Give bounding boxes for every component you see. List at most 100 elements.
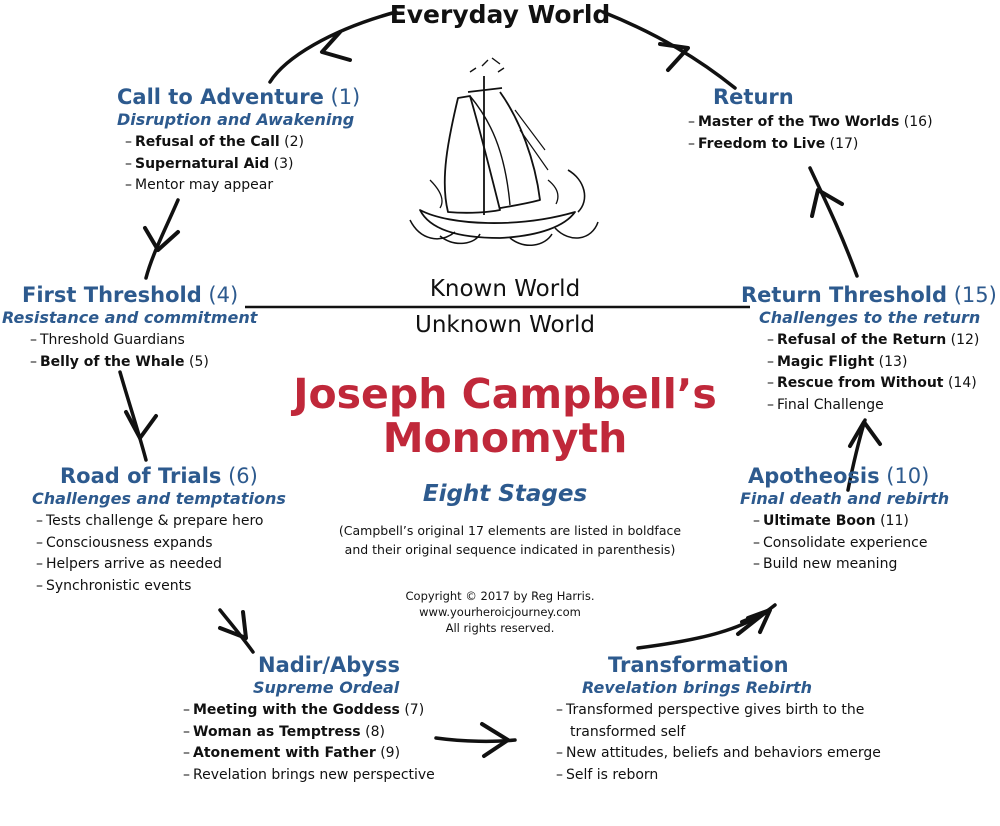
list-item: –Self is reborn (556, 766, 659, 783)
list-item: –Consciousness expands (36, 534, 213, 551)
title-line-1: Joseph Campbell’s (293, 370, 717, 418)
item-number: (5) (184, 353, 209, 370)
arrowhead-icon (124, 410, 158, 440)
list-item: –Atonement with Father (9) (183, 745, 401, 761)
arrowhead-icon (320, 30, 352, 62)
list-item: –Helpers arrive as needed (36, 556, 222, 572)
list-item: –Transformed perspective gives birth to … (556, 702, 865, 740)
stage-heading: Return Threshold (15) (741, 282, 997, 308)
item-text: Build new meaning (763, 556, 898, 572)
stage-road-of-trials: Road of Trials (6)Challenges and temptat… (32, 463, 286, 597)
item-text: Self is reborn (566, 766, 659, 783)
item-number: (3) (269, 155, 294, 172)
boldface-note: (Campbell’s original 17 elements are lis… (300, 521, 720, 559)
copyright-line-3: All rights reserved. (445, 621, 555, 635)
item-text: Rescue from Without (777, 375, 944, 391)
list-item: –Synchronistic events (36, 577, 192, 594)
stage-items: –Master of the Two Worlds (16) –Freedom t… (688, 112, 933, 155)
stage-subtitle: Supreme Ordeal (253, 678, 400, 697)
list-item: –Final Challenge (767, 396, 884, 413)
arrowhead-icon (658, 42, 690, 72)
stage-number: (4) (201, 283, 239, 307)
item-text: Magic Flight (777, 353, 875, 370)
list-item: –Supernatural Aid (3) (125, 155, 294, 172)
list-item: –Consolidate experience (753, 534, 928, 551)
item-number: (2) (279, 134, 304, 150)
copyright-line-1: Copyright © 2017 by Reg Harris. (405, 589, 595, 603)
item-text: Belly of the Whale (40, 353, 185, 370)
stage-heading: Road of Trials (6) (60, 463, 286, 489)
list-item: –Build new meaning (753, 556, 898, 572)
stage-name: Return (713, 85, 794, 109)
stage-heading: Transformation (608, 652, 946, 678)
item-number: (16) (899, 114, 933, 130)
item-text: Master of the Two Worlds (698, 114, 900, 130)
item-text: Refusal of the Return (777, 332, 947, 348)
item-text: Final Challenge (777, 396, 884, 413)
item-number: (9) (375, 745, 401, 761)
list-item: –Master of the Two Worlds (16) (688, 114, 933, 130)
stage-subtitle: Revelation brings Rebirth (582, 678, 813, 697)
arrowhead-icon (736, 608, 772, 636)
list-item: –Rescue from Without (14) (767, 375, 977, 391)
diagram-subtitle: Eight Stages (422, 481, 588, 507)
stage-heading: Call to Adventure (1) (117, 84, 360, 110)
stage-items: –Refusal of the Return (12) –Magic Flight… (767, 330, 997, 416)
stage-name: Transformation (608, 653, 789, 677)
list-item: –Threshold Guardians (30, 332, 185, 348)
item-text: Woman as Temptress (193, 723, 361, 740)
item-text: Consciousness expands (46, 534, 213, 551)
item-text: Consolidate experience (763, 534, 928, 551)
stage-first-threshold: First Threshold (4)Resistance and commit… (2, 282, 257, 373)
stage-number: (15) (947, 283, 997, 307)
item-text: New attitudes, beliefs and behaviors eme… (566, 745, 881, 761)
diagram-title: Joseph Campbell’s Monomyth (280, 372, 730, 460)
item-text: Helpers arrive as needed (46, 556, 222, 572)
stage-name: Road of Trials (60, 464, 222, 488)
list-item: –Magic Flight (13) (767, 353, 908, 370)
list-item: –Refusal of the Call (2) (125, 134, 304, 150)
stage-heading: First Threshold (4) (22, 282, 257, 308)
stage-return-threshold: Return Threshold (15)Challenges to the r… (741, 282, 997, 416)
unknown-world-label: Unknown World (415, 312, 595, 338)
title-line-2: Monomyth (382, 414, 628, 462)
stage-items: –Meeting with the Goddess (7)–Woman as T… (183, 700, 435, 786)
stage-name: Call to Adventure (117, 85, 324, 109)
list-item: –Refusal of the Return (12) (767, 332, 980, 348)
stage-name: Return Threshold (741, 283, 948, 307)
item-text: Transformed perspective gives birth to t… (566, 702, 865, 740)
stage-heading: Nadir/Abyss (258, 652, 435, 678)
stage-apotheosis: Apotheosis (10)Final death and rebirth–U… (740, 463, 949, 576)
item-text: Freedom to Live (698, 135, 826, 152)
stage-subtitle: Final death and rebirth (740, 489, 950, 508)
arrowhead-icon (143, 226, 180, 252)
stage-heading: Return (713, 84, 933, 110)
item-number: (14) (943, 375, 977, 391)
list-item: –Ultimate Boon (11) (753, 513, 909, 529)
item-number: (7) (399, 702, 425, 718)
everyday-world-label: Everyday World (389, 0, 611, 29)
stage-items: –Ultimate Boon (11) –Consolidate experien… (753, 511, 949, 576)
list-item: –Freedom to Live (17) (688, 135, 859, 152)
list-item: –Belly of the Whale (5) (30, 353, 209, 370)
item-text: Ultimate Boon (763, 513, 876, 529)
item-number: (17) (825, 135, 859, 152)
item-number: (11) (875, 513, 909, 529)
stage-subtitle: Challenges to the return (759, 308, 981, 327)
known-world-label: Known World (429, 276, 581, 302)
item-text: Supernatural Aid (135, 155, 270, 172)
arrowhead-icon (218, 610, 248, 640)
note-line-2: and their original sequence indicated in… (344, 542, 676, 557)
stage-items: –Refusal of the Call (2) –Supernatural Ai… (125, 132, 360, 197)
item-text: Tests challenge & prepare hero (46, 513, 264, 529)
copyright-url: www.yourheroicjourney.com (419, 605, 581, 619)
arrowhead-icon (810, 188, 844, 218)
list-item: –Mentor may appear (125, 177, 274, 193)
item-text: Revelation brings new perspective (193, 766, 435, 783)
arrowhead-icon (480, 722, 510, 758)
stage-subtitle: Resistance and commitment (2, 308, 258, 327)
list-item: –Woman as Temptress (8) (183, 723, 385, 740)
